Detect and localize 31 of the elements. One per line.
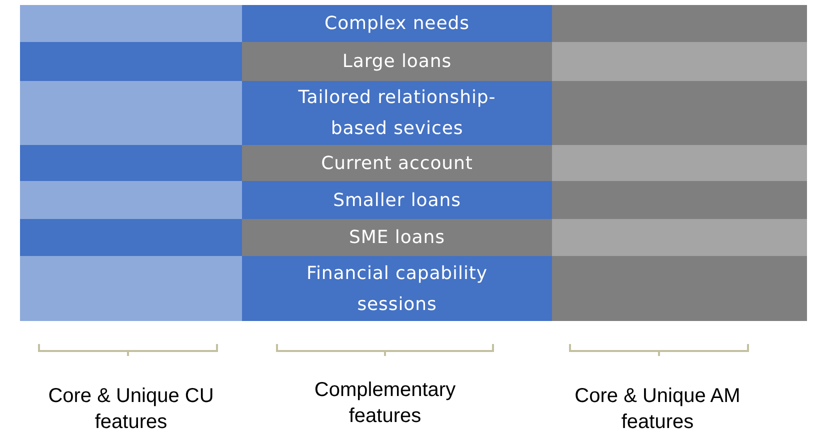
band <box>20 42 242 81</box>
column-caption: Complementary features <box>313 378 457 429</box>
feature-band <box>242 42 552 81</box>
feature-text: Complex needs <box>324 12 470 36</box>
band <box>20 81 242 145</box>
band <box>552 5 807 42</box>
feature-text: SME loans <box>348 226 446 250</box>
feature-band <box>242 219 552 256</box>
band <box>552 219 807 256</box>
band <box>552 42 807 81</box>
feature-band <box>242 145 552 181</box>
band <box>20 145 242 181</box>
column-caption: Core & Unique AM features <box>574 384 742 435</box>
feature-text: Tailored relationship-based sevices <box>297 86 497 141</box>
band <box>20 219 242 256</box>
feature-text: Large loans <box>341 50 453 74</box>
feature-band <box>242 81 552 145</box>
feature-text: Financial capability sessions <box>305 262 489 316</box>
band <box>20 5 242 42</box>
band <box>20 256 242 321</box>
column-caption: Core & Unique CU features <box>47 384 215 435</box>
band <box>552 81 807 145</box>
feature-text: Current account <box>320 152 474 176</box>
feature-band <box>242 181 552 219</box>
feature-band <box>242 256 552 321</box>
band <box>552 181 807 219</box>
feature-text: Smaller loans <box>332 188 462 212</box>
band <box>552 145 807 181</box>
band <box>552 256 807 321</box>
feature-band <box>242 5 552 42</box>
band <box>20 181 242 219</box>
